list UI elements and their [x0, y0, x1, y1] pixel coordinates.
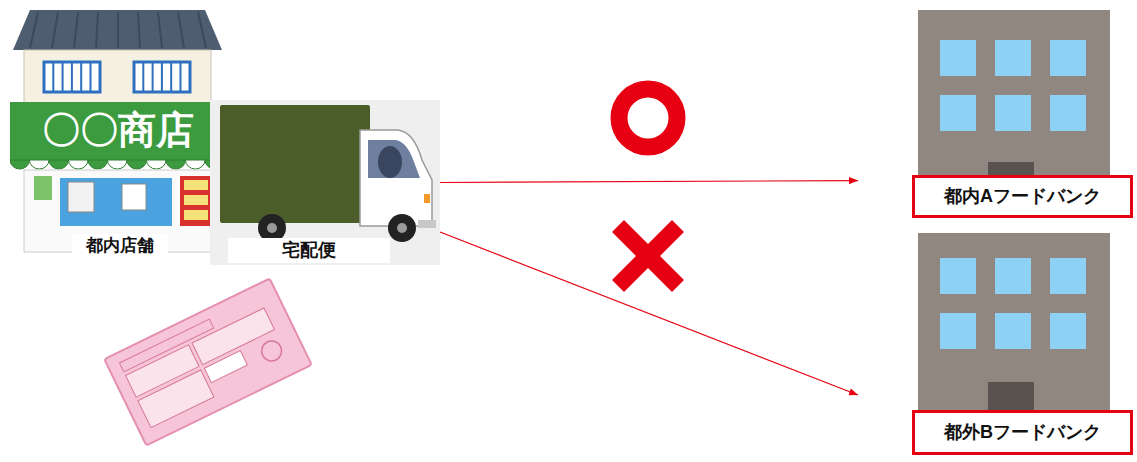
window-bar: [161, 62, 163, 92]
truck-driver: [378, 146, 402, 178]
building-window: [1050, 313, 1086, 349]
awning-scallop: [30, 160, 50, 169]
roof-tile-line: [138, 12, 140, 48]
courier-label: 宅配便: [228, 238, 390, 263]
building-window: [1050, 40, 1086, 76]
building-window: [995, 40, 1031, 76]
building-window: [940, 95, 976, 131]
building-window: [940, 40, 976, 76]
ng-stroke: [618, 226, 678, 286]
awning-scallop: [147, 160, 167, 169]
building-body: [918, 233, 1110, 410]
truck-hub: [267, 223, 277, 233]
truck-cab: [360, 130, 432, 226]
window-bar: [52, 62, 54, 92]
shelf-goods: [184, 180, 208, 190]
courier-node: 宅配便: [210, 100, 440, 265]
awning-scallop: [108, 160, 128, 169]
shop-window: [44, 62, 100, 92]
window-bar: [152, 62, 154, 92]
window-bar: [62, 62, 64, 92]
shop-wall: [24, 50, 211, 106]
shelf-goods: [184, 195, 208, 205]
food-bank-node: 都内Aフードバンク: [912, 10, 1133, 218]
awning-scallop: [88, 160, 108, 169]
awning-scallop: [186, 160, 206, 169]
window-bar: [180, 62, 182, 92]
building-window: [940, 258, 976, 294]
truck-cargo: [220, 105, 370, 223]
building-window: [995, 258, 1031, 294]
shop-node: 〇〇商店都内店舗: [10, 10, 225, 260]
awning-scallop: [166, 160, 186, 169]
building-window: [1050, 95, 1086, 131]
ng-mark: [618, 226, 678, 286]
ng-stroke: [618, 226, 678, 286]
ok-mark: [619, 89, 677, 147]
shop-shelf: [180, 176, 212, 226]
delivery-slip: [104, 279, 311, 446]
arrow-connector: [440, 232, 858, 395]
building-window: [995, 313, 1031, 349]
building-window: [1050, 258, 1086, 294]
truck-light: [424, 194, 430, 203]
roof-tile-line: [52, 12, 58, 48]
roof-tile-line: [198, 12, 206, 48]
shop-sign: 〇〇商店: [10, 106, 225, 156]
window-bar: [71, 62, 73, 92]
awning-scallop: [49, 160, 69, 169]
shop-glass: [60, 178, 172, 226]
shop-poster: [34, 176, 52, 200]
roof-tile-line: [74, 12, 78, 48]
building-door: [988, 382, 1034, 410]
shelf-goods: [184, 210, 208, 220]
window-bar: [90, 62, 92, 92]
awning-scallop: [10, 160, 30, 169]
slip-field: [138, 370, 214, 428]
building-window: [995, 95, 1031, 131]
awning-scallop: [69, 160, 89, 169]
store-label: 都内店舗: [72, 234, 168, 258]
slip-paper: [104, 279, 311, 446]
shop-poster: [68, 182, 94, 212]
truck-bumper: [418, 220, 436, 228]
shop-awning: [10, 102, 225, 160]
slip-stamp: [258, 338, 285, 365]
building-body: [918, 10, 1110, 190]
building-window: [940, 313, 976, 349]
truck-hub: [397, 223, 407, 233]
food-bank-label: 都内Aフードバンク: [912, 175, 1133, 218]
shop-window: [134, 62, 190, 92]
food-bank-label: 都外Bフードバンク: [912, 410, 1133, 455]
shop-poster: [122, 184, 146, 210]
food-bank-node: 都外Bフードバンク: [912, 233, 1133, 455]
truck-window: [368, 140, 420, 178]
truck-wheel: [388, 214, 416, 242]
truck-backdrop: [210, 100, 440, 265]
roof-tile-line: [158, 12, 162, 48]
awning-scallop: [127, 160, 147, 169]
window-bar: [80, 62, 82, 92]
roof-tile-line: [30, 12, 38, 48]
roof-tile-line: [178, 12, 184, 48]
window-bar: [170, 62, 172, 92]
roof-tile-line: [117, 12, 119, 48]
arrow-connector: [440, 181, 858, 183]
slip-field: [204, 351, 247, 383]
roof-tile-line: [96, 12, 98, 48]
shop-roof: [13, 10, 222, 50]
window-bar: [142, 62, 144, 92]
